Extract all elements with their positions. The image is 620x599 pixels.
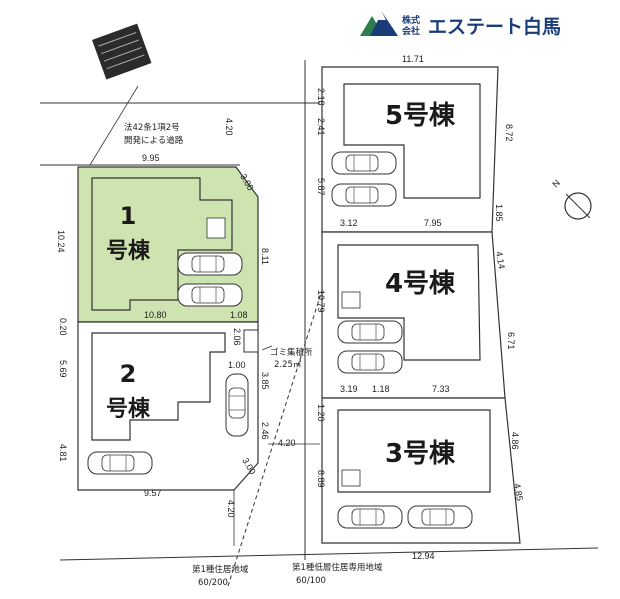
compass-label: N xyxy=(550,178,562,190)
dim-label: 8.89 xyxy=(316,470,326,488)
dim-label: 2.41 xyxy=(316,118,326,136)
dim-label: 4.20 xyxy=(278,438,296,448)
lot-5-label: 5号棟 xyxy=(385,101,456,131)
dim-label: 3.85 xyxy=(260,372,270,390)
dim-label: 8.72 xyxy=(504,124,514,142)
north-compass-icon xyxy=(564,192,592,220)
dim-label: 8.11 xyxy=(260,248,270,265)
lot-1-suffix: 号棟 xyxy=(106,238,151,264)
lot-4-building xyxy=(337,244,481,361)
dim-label: 6.71 xyxy=(506,332,516,350)
lot-1-building xyxy=(91,177,233,311)
dim-label: 2.06 xyxy=(232,328,242,346)
lot-4-label: 4号棟 xyxy=(385,269,456,299)
lot-3-label: 3号棟 xyxy=(385,439,456,469)
company-prefix-1: 株式 xyxy=(402,14,420,26)
dim-label: 10.79 xyxy=(316,290,326,313)
lot-1-number: 1 xyxy=(120,202,137,230)
dim-label: 1.00 xyxy=(228,360,246,370)
dim-label: 1.08 xyxy=(230,310,248,320)
dim-label: 7.95 xyxy=(424,218,442,228)
dim-label: 4.85 xyxy=(512,483,525,502)
parking-car-icon xyxy=(337,350,403,374)
lot-5[interactable] xyxy=(321,66,499,233)
dim-label: 9.57 xyxy=(144,488,162,498)
dim-label: 5.69 xyxy=(58,360,68,378)
parking-car-icon xyxy=(331,151,397,175)
company-name: エステート白馬 xyxy=(428,15,561,38)
zoning-right-line1: 第1種低層住居専用地域 xyxy=(292,562,383,573)
company-logo: 株式 会社 エステート白馬 xyxy=(360,12,561,38)
dim-label: 12.94 xyxy=(412,551,435,561)
road-note-line2: 開発による道路 xyxy=(124,135,184,146)
lot-2-building xyxy=(91,332,226,441)
garbage-note-line1: ゴミ集積所 xyxy=(270,347,313,358)
dim-label: 7.33 xyxy=(432,384,450,394)
lot-2-suffix: 号棟 xyxy=(106,396,151,422)
lot-2[interactable] xyxy=(77,321,259,491)
lot-2-number: 2 xyxy=(120,360,137,388)
dim-label: 0.20 xyxy=(58,318,68,336)
zoning-boundary-line xyxy=(227,195,353,587)
lot-1[interactable] xyxy=(77,166,259,323)
parking-car-icon xyxy=(407,505,473,529)
dim-label: 3.12 xyxy=(340,218,358,228)
lot-4-entry xyxy=(341,291,361,309)
parking-car-icon xyxy=(337,505,403,529)
dim-label: 5.87 xyxy=(316,178,326,196)
garbage-area xyxy=(243,329,259,353)
dim-label: 1.18 xyxy=(372,384,390,394)
lot-5-building xyxy=(343,83,481,199)
parking-car-icon xyxy=(331,183,397,207)
garbage-note-line2: 2.25㎡ xyxy=(274,360,302,370)
lot-3-entry xyxy=(341,469,361,487)
parking-car-icon xyxy=(87,451,153,475)
dim-label: 2.46 xyxy=(260,422,270,440)
parking-car-icon xyxy=(337,320,403,344)
dim-label: 4.20 xyxy=(224,118,234,136)
dim-label: 4.20 xyxy=(226,500,236,518)
dim-label: 10.80 xyxy=(144,310,167,320)
callout-lines xyxy=(89,85,320,546)
mountain-logo-icon xyxy=(360,12,398,36)
lot-1-entry xyxy=(206,217,226,239)
parking-car-icon xyxy=(225,373,249,437)
dim-label: 9.95 xyxy=(142,153,160,163)
road-lines xyxy=(40,60,599,561)
dim-label: 4.14 xyxy=(494,251,507,270)
lot-3-building xyxy=(337,409,491,493)
dim-label: 1.20 xyxy=(316,404,326,422)
zoning-left-line1: 第1種住居地域 xyxy=(192,564,249,575)
dim-label: 11.71 xyxy=(402,54,424,64)
road-note-line1: 法42条1項2号 xyxy=(124,122,180,133)
company-prefix-2: 会社 xyxy=(402,25,420,37)
dim-label: 4.81 xyxy=(58,444,68,462)
dim-label: 4.86 xyxy=(510,432,520,450)
site-legend-sign xyxy=(92,23,152,80)
zoning-left-line2: 60/200 xyxy=(198,578,228,588)
dim-label: 3.19 xyxy=(340,384,358,394)
zoning-right-line2: 60/100 xyxy=(296,576,326,586)
dim-label: 2.18 xyxy=(316,88,326,106)
dim-label: 1.85 xyxy=(494,204,504,222)
dimension-labels: 11.71 2.18 2.41 8.72 5.87 1.85 3.12 7.95… xyxy=(56,54,525,561)
dim-label: 10.24 xyxy=(56,230,66,253)
parking-car-icon xyxy=(177,283,243,307)
parking-car-icon xyxy=(177,252,243,276)
